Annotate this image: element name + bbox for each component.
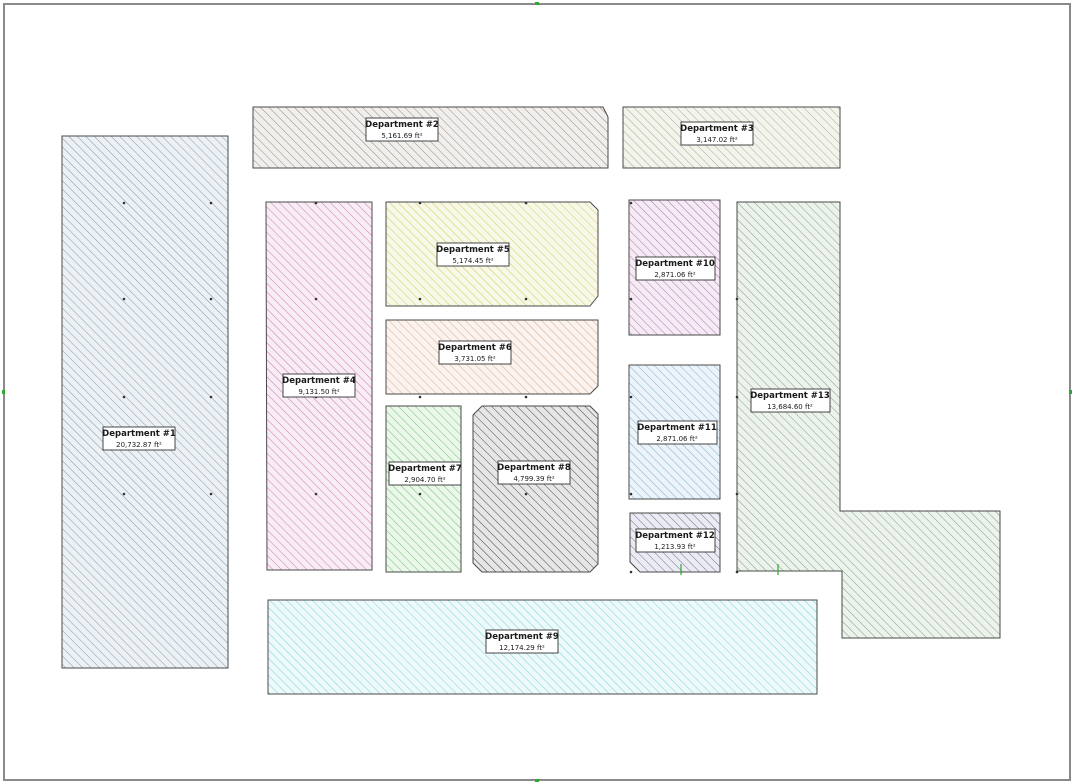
department-1-area-value: 20,732.87 ft²	[116, 441, 162, 449]
department-10-label: Department #10 2,871.06 ft²	[635, 256, 716, 281]
department-11-name: Department #11	[637, 423, 717, 433]
department-1-area[interactable]	[61, 135, 229, 669]
department-1-name: Department #1	[102, 429, 176, 439]
department-13-name: Department #13	[750, 391, 830, 401]
department-3-area-value: 3,147.02 ft²	[696, 136, 737, 144]
department-11-area-value: 2,871.06 ft²	[656, 435, 697, 443]
department-2-label: Department #2 5,161.69 ft²	[365, 117, 439, 142]
department-4-name: Department #4	[282, 376, 356, 386]
department-13-area[interactable]	[736, 201, 1001, 639]
department-11-label: Department #11 2,871.06 ft²	[637, 420, 718, 445]
department-6-name: Department #6	[438, 343, 512, 353]
department-4-label: Department #4 9,131.50 ft²	[282, 373, 356, 398]
department-labels: Department #1 20,732.87 ft² Department #…	[102, 117, 831, 654]
department-8-name: Department #8	[497, 463, 571, 473]
department-6-label: Department #6 3,731.05 ft²	[438, 340, 512, 365]
department-8-area-value: 4,799.39 ft²	[513, 475, 554, 483]
department-12-area-value: 1,213.93 ft²	[654, 543, 695, 551]
tick-markers	[680, 564, 779, 575]
column-markers	[122, 201, 739, 574]
department-7-name: Department #7	[388, 464, 462, 474]
department-2-name: Department #2	[365, 120, 439, 130]
department-8-area[interactable]	[472, 405, 599, 573]
department-4-area-value: 9,131.50 ft²	[298, 388, 339, 396]
department-12-name: Department #12	[635, 531, 715, 541]
department-13-label: Department #13 13,684.60 ft²	[750, 388, 831, 413]
department-5-name: Department #5	[436, 245, 510, 255]
department-1-label: Department #1 20,732.87 ft²	[102, 426, 176, 451]
department-7-label: Department #7 2,904.70 ft²	[388, 461, 462, 486]
department-2-area-value: 5,161.69 ft²	[381, 132, 422, 140]
department-5-area-value: 5,174.45 ft²	[452, 257, 493, 265]
department-9-area-value: 12,174.29 ft²	[499, 644, 545, 652]
department-6-area-value: 3,731.05 ft²	[454, 355, 495, 363]
department-7-area[interactable]	[385, 405, 462, 573]
department-12-label: Department #12 1,213.93 ft²	[635, 528, 716, 553]
department-10-name: Department #10	[635, 259, 715, 269]
department-7-area-value: 2,904.70 ft²	[404, 476, 445, 484]
department-13-area-value: 13,684.60 ft²	[767, 403, 813, 411]
department-10-area-value: 2,871.06 ft²	[654, 271, 695, 279]
department-3-name: Department #3	[680, 124, 754, 134]
department-8-label: Department #8 4,799.39 ft²	[497, 460, 571, 485]
department-5-label: Department #5 5,174.45 ft²	[436, 242, 510, 267]
department-shapes	[61, 106, 1001, 695]
department-9-label: Department #9 12,174.29 ft²	[485, 629, 559, 654]
department-3-label: Department #3 3,147.02 ft²	[680, 121, 754, 146]
department-9-name: Department #9	[485, 632, 559, 642]
